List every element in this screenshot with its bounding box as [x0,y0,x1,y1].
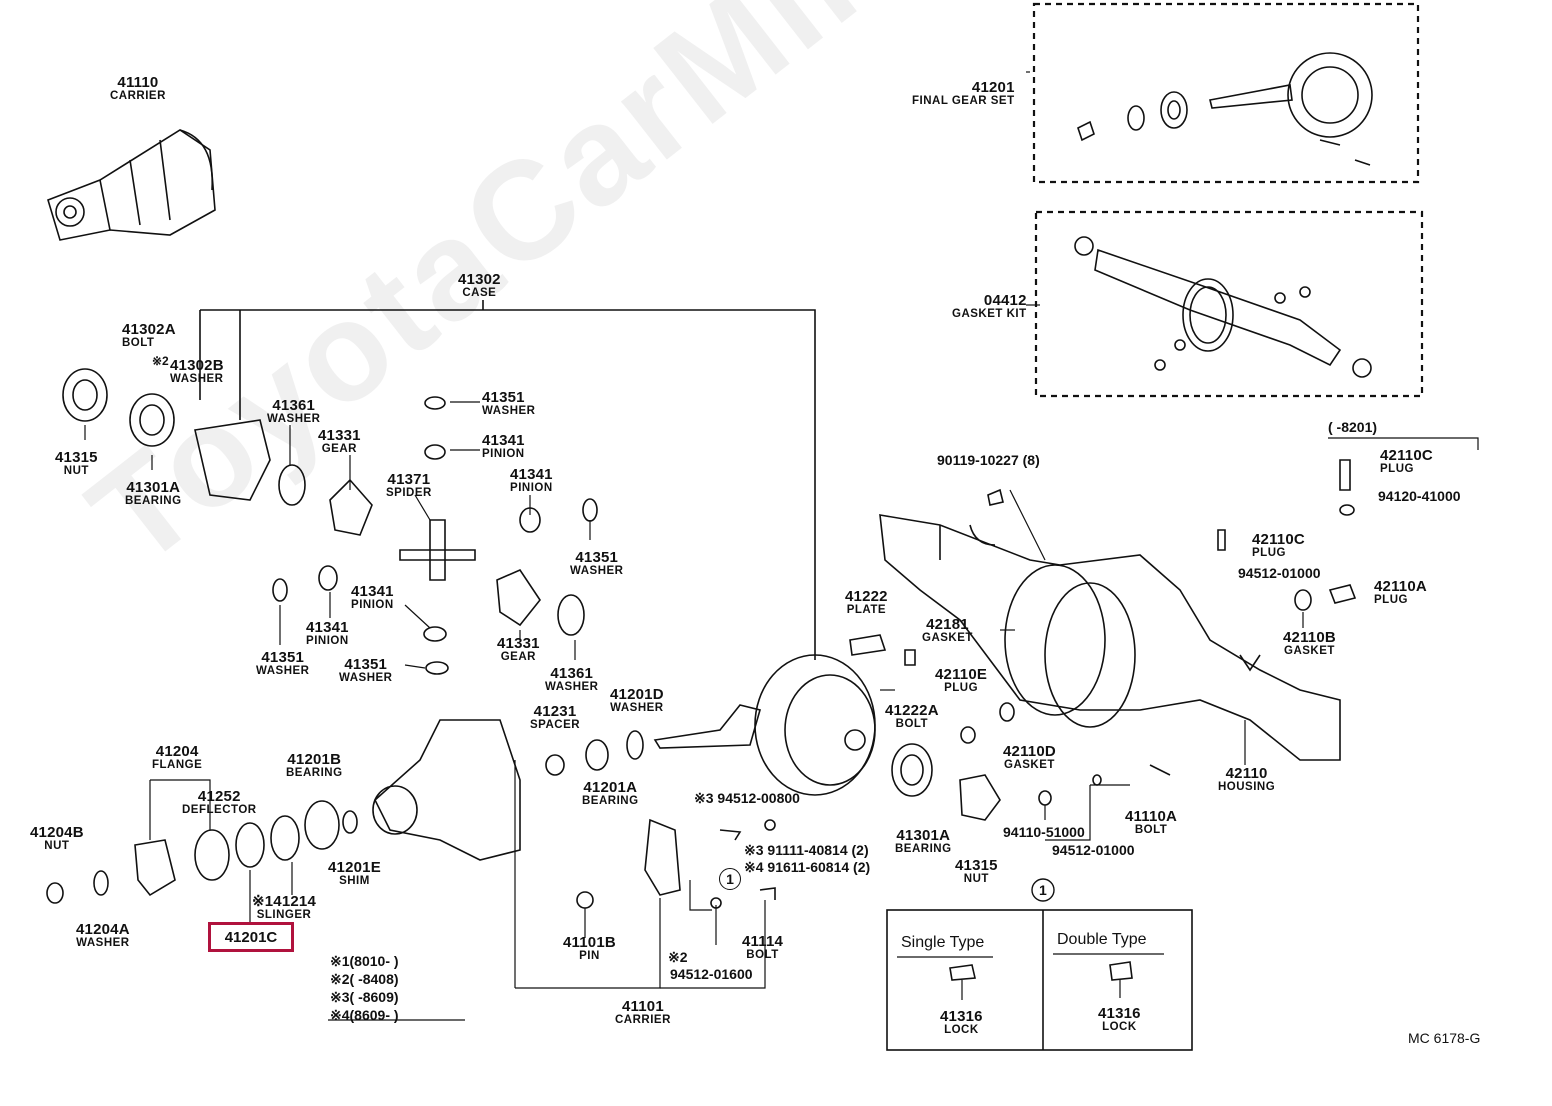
note-1: ※1(8010- ) [330,953,399,969]
lock-box-circle: 1 [1039,882,1047,898]
code-94512-01000-bottom: 94512-01000 [1052,842,1135,858]
mark-2-upper: ※2 [152,354,169,368]
gasket-kit-drawing [1074,236,1372,378]
leader-lines [84,71,1479,989]
range-8201: ( -8201) [1328,419,1378,435]
case-leader [200,309,816,660]
code-94110-51000: 94110-51000 [1003,824,1085,840]
mark-2-lower: ※2 [668,949,688,965]
circle-ref-1: 1 [719,868,741,890]
diagram-code: MC 6178-G [1408,1030,1481,1046]
code-94120-41000: 94120-41000 [1378,488,1461,504]
code-94512-01000-top: 94512-01000 [1238,565,1321,581]
code-90119-10227: 90119-10227 (8) [937,452,1040,468]
final-gear-set-box [1032,2,1420,184]
double-type-title: Double Type [1057,931,1147,948]
case-leader-left [199,300,484,420]
differential-parts [62,368,598,675]
highlighted-part-41201C[interactable]: 41201C [208,922,294,952]
note-4: ※4(8609- ) [330,1007,399,1023]
pinion-parts [46,654,876,909]
lock-type-box [886,909,1193,1051]
note-3: ※3( -8609) [330,989,399,1005]
single-type-title: Single Type [901,934,985,951]
note-2: ※2( -8408) [330,971,399,987]
final-gear-set-drawing [1077,52,1373,166]
code-91611-60814: ※4 91611-60814 (2) [744,859,871,875]
code-91111-40814: ※3 91111-40814 (2) [744,842,869,858]
gasket-kit-box [1034,210,1424,398]
code-94512-00800: ※3 94512-00800 [694,790,800,806]
carrier-assembly-drawing [47,129,216,241]
code-94512-01600: 94512-01600 [670,966,753,982]
